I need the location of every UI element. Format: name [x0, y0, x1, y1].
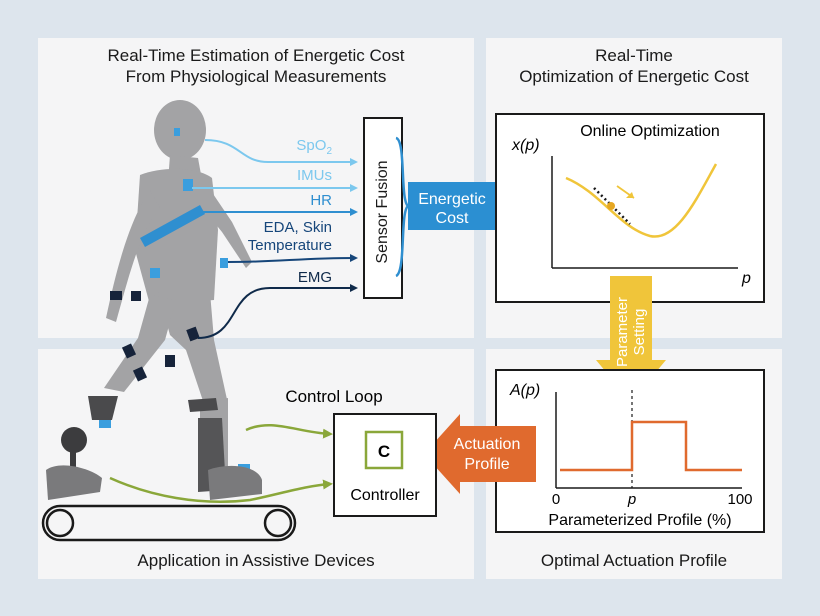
- actuation-profile-line2: Profile: [464, 456, 509, 473]
- actuation-profile-arrow: [424, 414, 536, 494]
- control-loop-lower-arrow: [109, 476, 333, 503]
- optimization-ylabel: x(p): [511, 137, 540, 154]
- optimization-title: Real-Time Optimization of Energetic Cost: [486, 45, 782, 87]
- energetic-cost-line2: Cost: [436, 210, 469, 227]
- sensor-fusion-box: [363, 117, 403, 299]
- controller-label: Controller: [350, 487, 420, 504]
- estimation-title-line2: From Physiological Measurements: [125, 67, 387, 86]
- optimization-title-line2: Optimization of Energetic Cost: [519, 67, 749, 86]
- parameter-setting-line1: Parameter: [614, 297, 631, 367]
- energetic-cost-line1: Energetic: [418, 191, 486, 208]
- fusion-brace: [395, 136, 411, 278]
- sensor-fusion-label: Sensor Fusion: [374, 160, 391, 263]
- current-point-marker: [607, 202, 615, 210]
- imus-label: IMUs: [297, 167, 332, 184]
- optimization-plot-title: Online Optimization: [580, 123, 720, 140]
- eda-arrow: [227, 254, 358, 263]
- estimation-title: Real-Time Estimation of Energetic Cost F…: [38, 45, 474, 87]
- actuation-profile-line: [560, 420, 742, 472]
- descent-arrow-head: [626, 192, 634, 198]
- eda-label-line1: EDA, Skin: [264, 219, 332, 236]
- optimization-plot-box: [495, 113, 765, 303]
- cost-curve: [565, 163, 718, 238]
- actuation-ylabel: A(p): [509, 382, 540, 399]
- spo2-arrow: [204, 139, 358, 166]
- spo2-label: SpO2: [296, 137, 332, 157]
- optimization-title-line1: Real-Time: [595, 46, 673, 65]
- ankle-exoskeleton-device: [188, 398, 262, 500]
- actuation-plot-box: [495, 369, 765, 533]
- optimization-xlabel: p: [741, 270, 751, 287]
- treadmill: [41, 504, 297, 542]
- actuation-xlabel: Parameterized Profile (%): [548, 512, 731, 529]
- walking-person-figure: [104, 100, 252, 490]
- assistive-title: Application in Assistive Devices: [137, 551, 375, 570]
- estimation-title-line1: Real-Time Estimation of Energetic Cost: [107, 46, 405, 65]
- actuation-profile-line1: Actuation: [454, 436, 521, 453]
- actuation-title: Optimal Actuation Profile: [540, 551, 728, 570]
- controller-symbol: C: [378, 442, 390, 461]
- actuation-tick-p: p: [627, 491, 636, 508]
- control-loop-label: Control Loop: [285, 387, 382, 406]
- actuation-tick-100: 100: [727, 491, 752, 508]
- prosthetic-knee-device: [46, 396, 118, 500]
- emg-electrodes: [110, 291, 200, 382]
- parameter-setting-line2: Setting: [631, 309, 648, 356]
- emg-label: EMG: [298, 269, 332, 286]
- hr-label: HR: [310, 192, 332, 209]
- emg-arrow: [197, 284, 358, 339]
- eda-label-line2: Temperature: [248, 237, 332, 254]
- control-loop-upper-arrow: [245, 423, 333, 439]
- controller-symbol-box: [364, 430, 404, 470]
- actuation-tick-0: 0: [552, 491, 560, 508]
- chest-strap: [140, 205, 205, 247]
